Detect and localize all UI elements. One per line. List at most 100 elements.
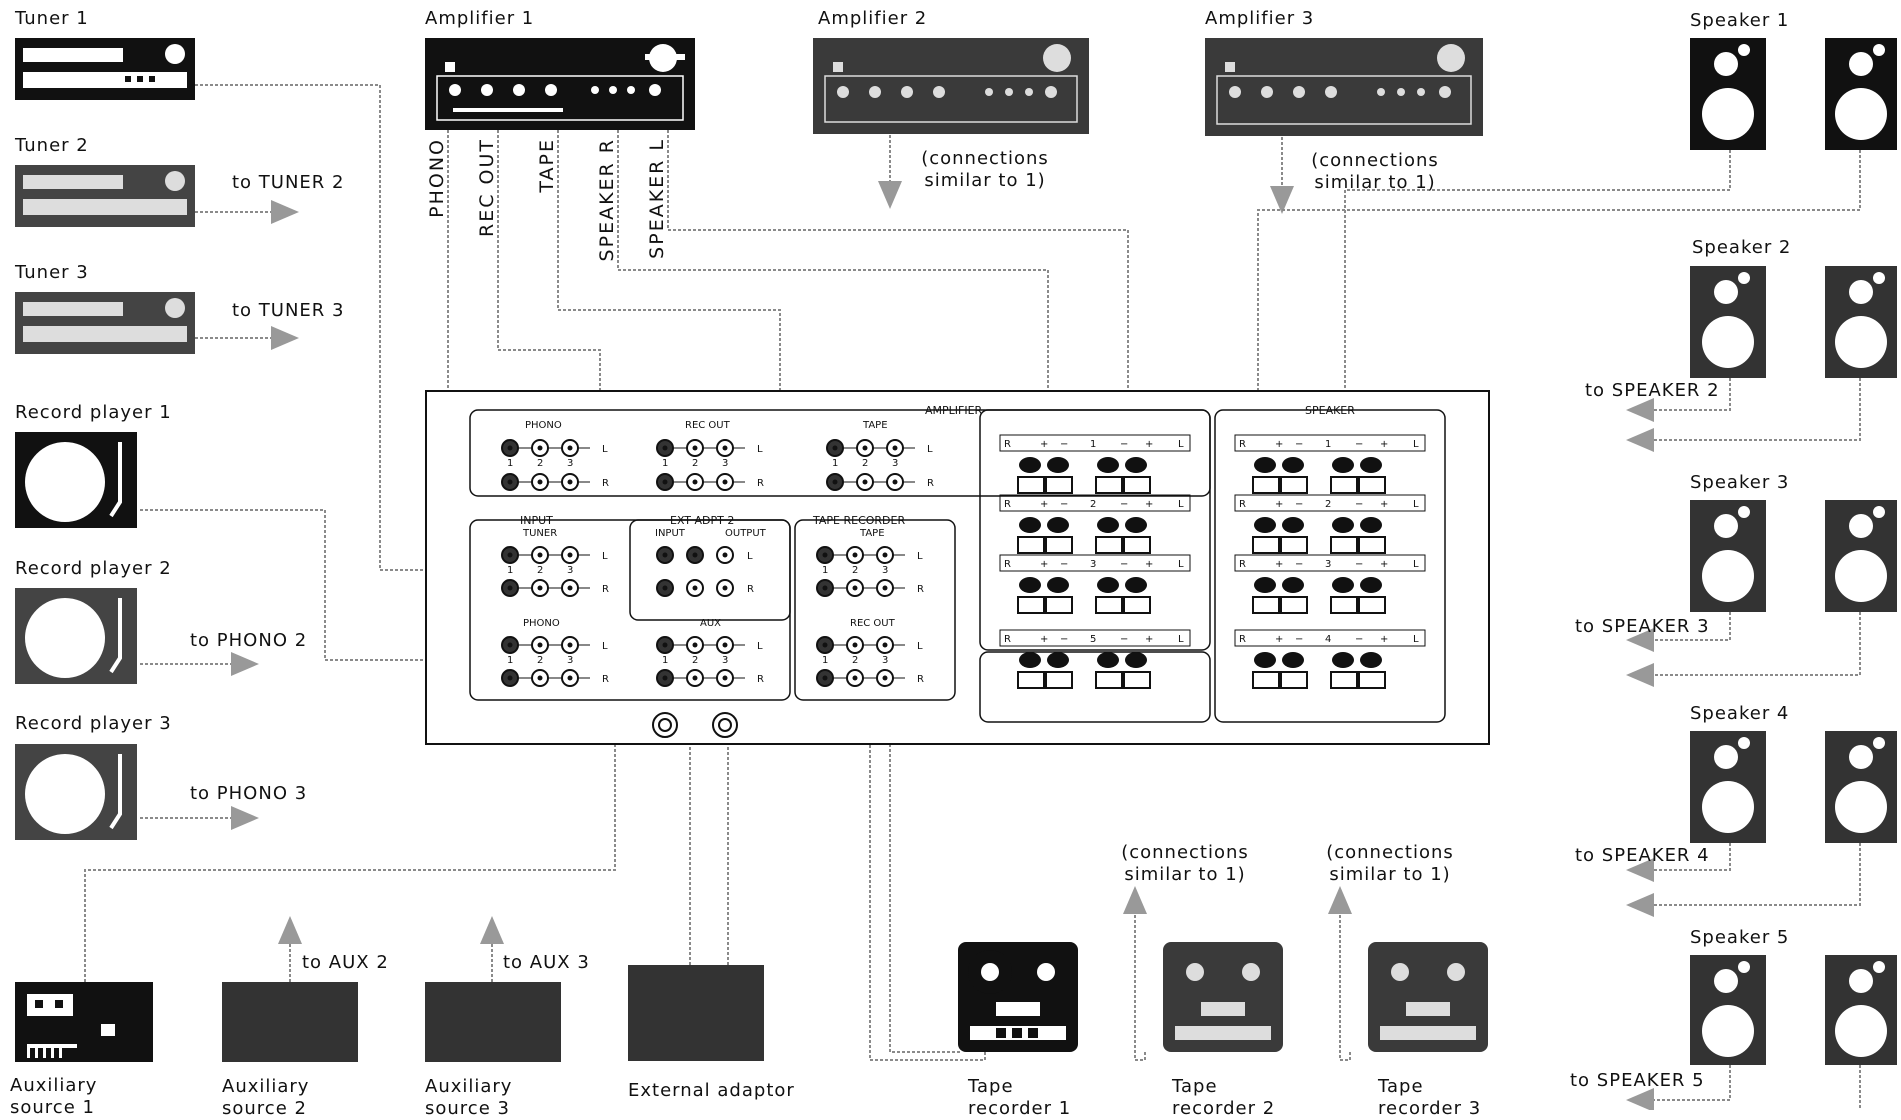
amplifier-label: Amplifier 1 [425,8,535,29]
speaker-plus-label: + [1275,634,1283,645]
speaker-minus-label: − [1120,559,1128,570]
speaker-terminal-knob [1360,517,1382,533]
speaker-minus-label: − [1355,499,1363,510]
jack-number: 3 [567,458,573,469]
auxiliary-source-1-label: Auxiliary source 1 [10,1075,98,1118]
jack-number: 3 [722,655,728,666]
speaker-terminal-knob [1125,517,1147,533]
speaker-terminal-knob [1332,457,1354,473]
speaker-l-label: L [1178,439,1184,450]
panel-tape-label: TAPE [862,420,888,431]
to-aux-3-label: to AUX 3 [503,952,590,973]
panel-aux-label: AUX [700,618,721,629]
speaker-terminal-clip [1358,596,1386,614]
jack-number: 1 [662,458,668,469]
tuner-1 [15,38,195,100]
selector-panel: AMPLIFIER SPEAKER PHONO REC OUT TAPE INP… [425,390,1490,745]
speaker-l-label: L [1178,559,1184,570]
speaker-terminal-clip [1330,476,1358,494]
rca-jack-pin [567,552,573,558]
jack-number: 1 [507,458,513,469]
speaker-plus-label: + [1380,439,1388,450]
wire-amp-spkL [667,130,1129,440]
speaker-terminal-clip [1330,536,1358,554]
speaker-r-label: R [1004,499,1011,510]
speaker-terminal-clip [1330,596,1358,614]
amplifier-2 [813,38,1089,134]
speaker-terminal-strip [1234,629,1426,647]
rca-jack-pin [832,479,838,485]
wire-spk2 [1626,378,1731,422]
jack-number: 3 [882,565,888,576]
panel-ext-adpt-label: EXT ADPT 2 [670,514,734,527]
speaker-terminal-knob [1282,517,1304,533]
jack-number: 2 [692,458,698,469]
rca-jack-pin [722,585,728,591]
speaker-1-left [1690,38,1766,150]
external-adaptor-label: External adaptor [628,1080,795,1101]
channel-letter: L [757,641,763,652]
speaker-terminal-clip [1123,536,1151,554]
rca-jack-pin [892,445,898,451]
speaker-l-label: L [1413,439,1419,450]
rca-jack-pin [852,585,858,591]
speaker-terminal-clip [1045,671,1073,689]
speaker-r-label: R [1004,559,1011,570]
speaker-terminal-clip [1017,476,1045,494]
speaker-terminal-knob [1282,577,1304,593]
speaker-terminal-clip [1095,536,1123,554]
speaker-terminal-clip [1017,536,1045,554]
amp2-connections-note: (connections similar to 1) [921,148,1049,191]
jack-number: 3 [567,565,573,576]
speaker-plus-label: + [1275,499,1283,510]
speaker-terminal-clip [1358,671,1386,689]
rca-jack-pin [822,585,828,591]
jack-number: 3 [882,655,888,666]
speaker-plus-label: + [1380,634,1388,645]
jack-number: 3 [892,458,898,469]
rca-jack-pin [662,642,668,648]
rca-jack-pin [537,585,543,591]
channel-letter: L [917,551,923,562]
tape-recorder-2-label: Tape recorder 2 [1172,1076,1276,1119]
amp3-connections-note: (connections similar to 1) [1311,150,1439,193]
speaker-minus-label: − [1120,439,1128,450]
speaker-minus-label: − [1355,559,1363,570]
speaker-terminal-clip [1280,476,1308,494]
rca-jack-pin [537,445,543,451]
record-player-label: Record player 1 [15,402,172,423]
rca-jack-pin [507,552,513,558]
speaker-terminal-clip [1123,476,1151,494]
speaker-r-label: R [1239,634,1246,645]
jack-number: 3 [722,458,728,469]
speaker-minus-label: − [1060,559,1068,570]
speaker-r-label: R [1239,439,1246,450]
speaker-5-right [1825,955,1897,1065]
panel-ext-output-label: OUTPUT [725,528,767,539]
record-player-2 [15,588,137,684]
speaker-terminal-strip [999,494,1191,512]
record-player-label: Record player 2 [15,558,172,579]
wire-spk1-b [1257,150,1861,440]
speaker-number-label: 2 [1090,499,1096,510]
speaker-minus-label: − [1060,634,1068,645]
speaker-plus-label: + [1040,439,1048,450]
speaker-terminal-clip [1123,596,1151,614]
record-player-3 [15,744,137,840]
speaker-terminal-clip [1358,476,1386,494]
speaker-terminal-knob [1125,652,1147,668]
rca-jack-pin [537,479,543,485]
rca-jack-pin [852,675,858,681]
rca-jack-pin [722,552,728,558]
speaker-minus-label: − [1355,634,1363,645]
speaker-minus-label: − [1120,499,1128,510]
rca-jack-pin [537,552,543,558]
jack-number: 1 [507,655,513,666]
speaker-4-right [1825,731,1897,843]
rca-jack-pin [852,552,858,558]
speaker-terminal-group: R+−1−+LR+−2−+LR+−3−+LR+−5−+LR+−1−+LR+−2−… [999,434,1426,689]
speaker-minus-label: − [1295,439,1303,450]
speaker-terminal-knob [1125,577,1147,593]
wire-spk4 [1626,843,1731,882]
